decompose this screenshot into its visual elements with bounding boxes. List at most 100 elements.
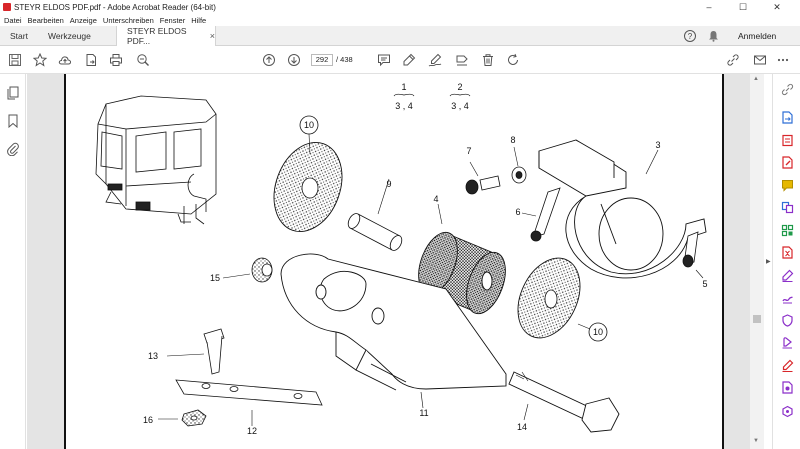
combine-files-icon[interactable] bbox=[780, 200, 794, 214]
callout-10-right: 10 bbox=[588, 322, 608, 342]
rotate-refresh-icon[interactable] bbox=[504, 51, 522, 69]
callout-9: 9 bbox=[386, 179, 391, 189]
optimize-scan-icon[interactable] bbox=[780, 380, 794, 394]
truck-cab-sketch bbox=[95, 95, 217, 225]
fill-sign-pen-icon[interactable] bbox=[780, 268, 794, 282]
svg-text:10: 10 bbox=[304, 120, 314, 130]
document-viewport[interactable]: 1 3 , 4 2 3 , 4 10 bbox=[27, 74, 750, 449]
part-14-long-bolt bbox=[508, 371, 620, 433]
title-bar: STEYR ELDOS PDF.pdf - Adobe Acrobat Read… bbox=[0, 0, 800, 14]
compress-pdf-icon[interactable] bbox=[780, 245, 794, 259]
more-tools-icon[interactable] bbox=[780, 404, 794, 418]
redact-tool-icon[interactable] bbox=[780, 358, 794, 372]
callout-7: 7 bbox=[466, 146, 471, 156]
notifications-bell-icon[interactable] bbox=[706, 29, 720, 43]
part-13-bolt bbox=[166, 328, 225, 375]
menu-edit[interactable]: Bearbeiten bbox=[27, 15, 64, 25]
minimize-button[interactable]: – bbox=[706, 2, 712, 12]
menu-sign[interactable]: Unterschreiben bbox=[102, 15, 154, 25]
add-comment-icon[interactable] bbox=[375, 51, 393, 69]
tab-bar: Start Werkzeuge STEYR ELDOS PDF... × ? A… bbox=[0, 26, 800, 46]
callout-12: 12 bbox=[247, 426, 257, 436]
tab-close-icon[interactable]: × bbox=[209, 31, 215, 41]
save-icon[interactable] bbox=[6, 51, 24, 69]
group-label-1: 1 3 , 4 bbox=[393, 82, 415, 111]
part-11-mount-bracket bbox=[280, 253, 507, 409]
part-5-bolt bbox=[682, 231, 704, 279]
upload-cloud-icon[interactable] bbox=[56, 51, 74, 69]
part-7-bolt bbox=[465, 161, 501, 195]
print-icon[interactable] bbox=[107, 51, 125, 69]
scroll-thumb[interactable] bbox=[753, 315, 761, 323]
acrobat-app-icon bbox=[3, 3, 11, 11]
callout-6: 6 bbox=[515, 207, 520, 217]
vertical-scrollbar[interactable]: ▲ ▼ bbox=[750, 74, 764, 449]
menu-window[interactable]: Fenster bbox=[159, 15, 186, 25]
more-options-icon[interactable] bbox=[774, 51, 792, 69]
pdf-page: 1 3 , 4 2 3 , 4 10 bbox=[64, 74, 724, 449]
menu-help[interactable]: Hilfe bbox=[191, 15, 207, 25]
close-window-button[interactable]: ✕ bbox=[773, 1, 781, 12]
save-to-file-icon[interactable] bbox=[82, 51, 100, 69]
previous-page-icon[interactable] bbox=[260, 51, 278, 69]
bookmark-star-icon[interactable] bbox=[31, 51, 49, 69]
part-6-bolt bbox=[521, 187, 561, 242]
edit-pdf-icon[interactable] bbox=[780, 155, 794, 169]
tab-tools[interactable]: Werkzeuge bbox=[48, 26, 91, 46]
menu-file[interactable]: Datei bbox=[4, 15, 22, 25]
attachments-paperclip-icon[interactable] bbox=[5, 141, 21, 157]
tab-start[interactable]: Start bbox=[10, 26, 28, 46]
delete-trash-icon[interactable] bbox=[479, 51, 497, 69]
organize-pages-icon[interactable] bbox=[780, 223, 794, 237]
callout-10-left: 10 bbox=[299, 115, 319, 155]
draw-freehand-icon[interactable] bbox=[426, 51, 444, 69]
fill-sign-icon[interactable] bbox=[453, 51, 471, 69]
tab-start-label: Start bbox=[10, 31, 28, 41]
bookmarks-icon[interactable] bbox=[5, 113, 21, 129]
zoom-search-icon[interactable] bbox=[134, 51, 152, 69]
left-navigation-panel bbox=[0, 74, 26, 449]
callout-4: 4 bbox=[433, 194, 438, 204]
scroll-down-arrow-icon[interactable]: ▼ bbox=[753, 438, 759, 444]
page-thumbnails-icon[interactable] bbox=[5, 85, 21, 101]
callout-3: 3 bbox=[655, 140, 660, 150]
callout-11: 11 bbox=[419, 408, 428, 418]
help-icon[interactable]: ? bbox=[684, 30, 696, 42]
menu-view[interactable]: Anzeige bbox=[69, 15, 97, 25]
scroll-up-arrow-icon[interactable]: ▲ bbox=[753, 76, 759, 82]
part-8-washer bbox=[511, 146, 527, 184]
next-page-icon[interactable] bbox=[285, 51, 303, 69]
share-link-icon[interactable] bbox=[724, 51, 742, 69]
part-3-bracket bbox=[538, 139, 707, 279]
protect-shield-icon[interactable] bbox=[780, 313, 794, 327]
group-label-2-top: 2 bbox=[457, 82, 462, 92]
page-number-input[interactable]: 292 bbox=[311, 54, 333, 66]
email-icon[interactable] bbox=[751, 51, 769, 69]
group-label-1-top: 1 bbox=[401, 82, 406, 92]
callout-16: 16 bbox=[143, 415, 153, 425]
menu-bar: Datei Bearbeiten Anzeige Unterschreiben … bbox=[0, 14, 800, 26]
share-link-tool-icon[interactable] bbox=[780, 82, 794, 96]
part-16-nut bbox=[158, 409, 207, 427]
send-for-signature-icon[interactable] bbox=[780, 290, 794, 304]
request-signature-icon[interactable] bbox=[780, 335, 794, 349]
group-label-2-bottom: 3 , 4 bbox=[451, 101, 469, 111]
part-15-small-bushing bbox=[222, 257, 273, 283]
tab-document-label: STEYR ELDOS PDF... bbox=[127, 26, 187, 46]
exploded-parts-drawing: 1 3 , 4 2 3 , 4 10 bbox=[95, 82, 708, 436]
part-9-sleeve bbox=[347, 178, 403, 251]
collapse-right-panel-icon[interactable]: ▶ bbox=[766, 259, 771, 265]
comment-icon[interactable] bbox=[780, 178, 794, 192]
group-label-2: 2 3 , 4 bbox=[449, 82, 471, 111]
highlight-pen-icon[interactable] bbox=[400, 51, 418, 69]
part-10-washer-right bbox=[517, 257, 591, 339]
maximize-button[interactable]: ☐ bbox=[738, 1, 748, 12]
right-tools-panel bbox=[772, 74, 800, 449]
callout-8: 8 bbox=[510, 135, 515, 145]
tab-document[interactable]: STEYR ELDOS PDF... × bbox=[116, 26, 216, 46]
group-label-1-bottom: 3 , 4 bbox=[395, 101, 413, 111]
main-toolbar: 292 / 438 bbox=[0, 46, 800, 74]
create-pdf-icon[interactable] bbox=[780, 133, 794, 147]
sign-in-button[interactable]: Anmelden bbox=[738, 31, 777, 41]
export-pdf-icon[interactable] bbox=[780, 110, 794, 124]
